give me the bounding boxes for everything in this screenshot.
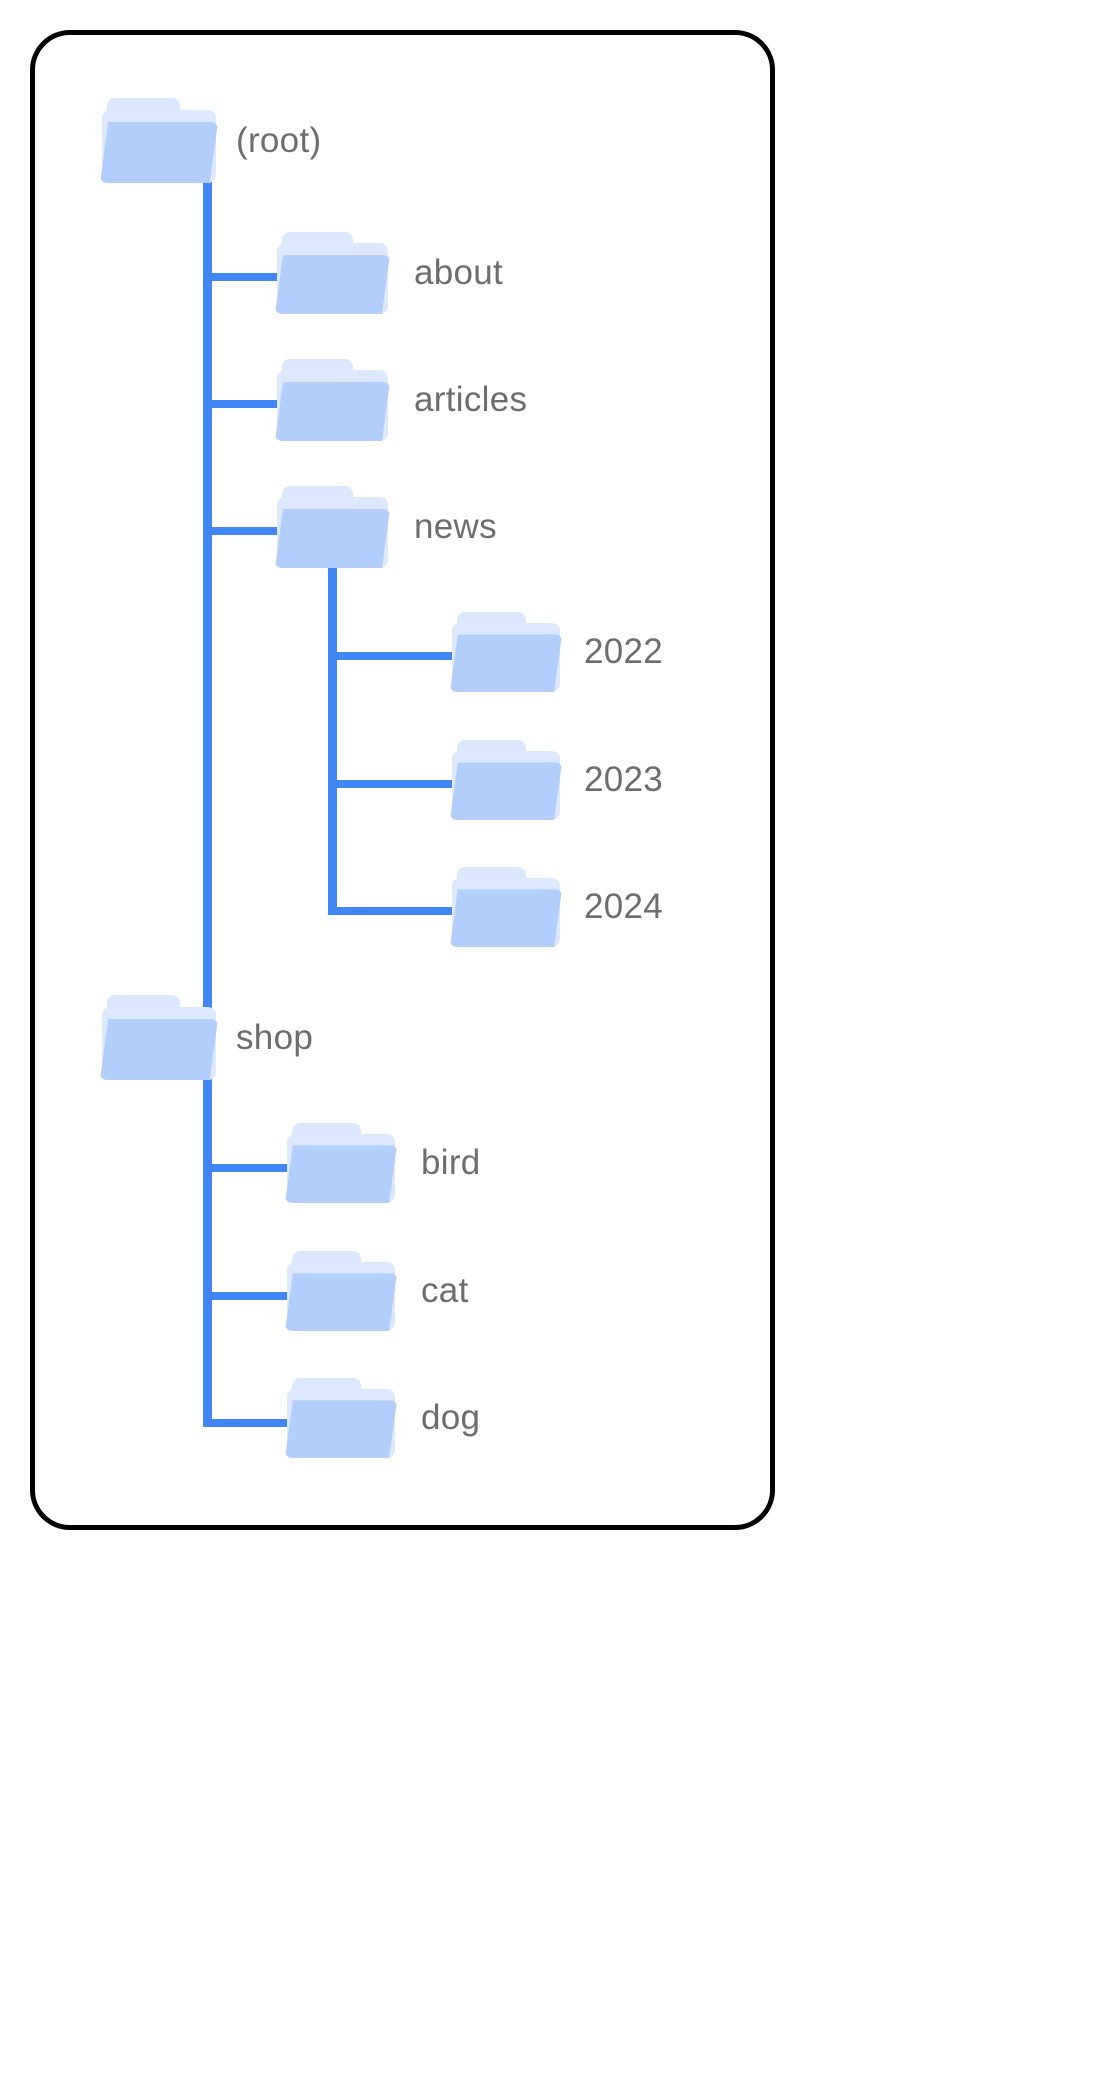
tree-node-bird[interactable]: bird [285,1123,481,1203]
edge-news-2022 [328,652,458,660]
tree-node-news[interactable]: news [275,486,497,568]
tree-node-news-2024[interactable]: 2024 [450,867,663,947]
tree-node-label: 2023 [584,760,664,799]
folder-icon [450,867,562,947]
tree-node-news-2023[interactable]: 2023 [450,740,663,820]
tree-node-label: 2022 [584,632,664,671]
edge-root-news [203,527,313,535]
edge-root-articles [203,400,313,408]
tree-node-articles[interactable]: articles [275,359,527,441]
tree-node-dog[interactable]: dog [285,1378,480,1458]
edge-root-spine [203,170,212,1420]
folder-icon [275,486,390,568]
tree-node-label: (root) [236,120,322,160]
edge-root-about [203,273,313,281]
tree-node-label: about [414,253,504,292]
folder-icon [450,740,562,820]
folder-icon [285,1123,397,1203]
tree-node-shop[interactable]: shop [100,995,313,1080]
tree-node-label: cat [421,1271,469,1310]
folder-icon [285,1378,397,1458]
tree-node-cat[interactable]: cat [285,1251,469,1331]
folder-icon [100,98,218,183]
tree-node-label: dog [421,1398,481,1437]
edge-news-2023 [328,780,458,788]
tree-node-news-2022[interactable]: 2022 [450,612,663,692]
folder-icon [275,359,390,441]
tree-node-label: news [414,507,497,546]
tree-node-label: 2024 [584,887,664,926]
tree-node-label: articles [414,380,528,419]
tree-node-about[interactable]: about [275,232,503,314]
folder-icon [450,612,562,692]
tree-node-label: shop [236,1017,314,1057]
edge-news-spine [328,556,337,914]
folder-icon [275,232,390,314]
tree-node-root[interactable]: (root) [100,98,321,183]
edge-news-2024 [328,907,458,915]
edge-shop-bird [203,1164,313,1172]
folder-icon [100,995,218,1080]
edge-shop-dog [203,1419,313,1427]
folder-icon [285,1251,397,1331]
edge-shop-cat [203,1292,313,1300]
tree-node-label: bird [421,1143,481,1182]
